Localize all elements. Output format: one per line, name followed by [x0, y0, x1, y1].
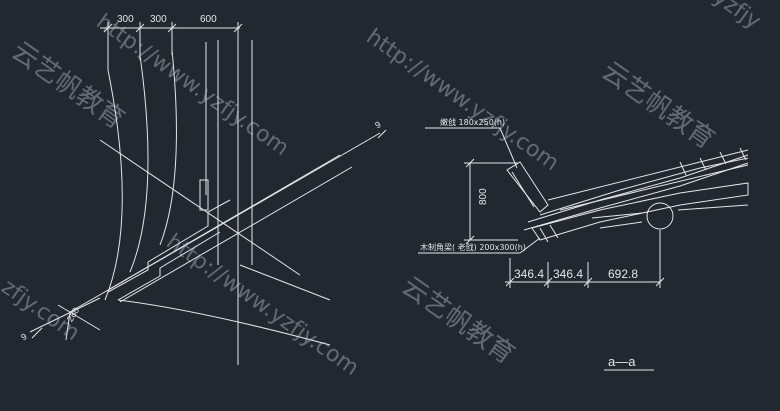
plan-axis-label-top: 9 — [373, 119, 382, 130]
section-label-nenqiang: 嫩戗 180x250(h) — [440, 117, 505, 127]
watermark-url-bottom: http://www.yzfjy.com — [162, 229, 364, 381]
plan-axis-label-bottom: 9 — [19, 331, 28, 342]
plan-eave-curve-mid — [129, 54, 149, 273]
plan-dim-label-1: 300 — [117, 14, 134, 25]
watermark-edge-right: yzfjy — [709, 0, 765, 34]
section-view — [418, 127, 749, 371]
watermark-url-top: http://www.yzfjy.com — [92, 9, 294, 161]
section-laoqiang — [531, 182, 749, 241]
section-roof-upper — [527, 154, 749, 223]
plan-eave-curve-outer — [104, 69, 123, 301]
section-dim-vertical: 800 — [478, 188, 489, 205]
section-column — [646, 202, 674, 230]
plan-dim-label-3: 600 — [200, 14, 217, 25]
watermark-brand-right: 云艺帆教育 — [596, 56, 720, 155]
plan-view — [29, 22, 387, 365]
plan-eave-curve-inner — [159, 49, 177, 246]
plan-angle-beam — [107, 199, 231, 293]
section-nenqiang — [506, 161, 549, 213]
plan-dim-label-2: 300 — [150, 14, 167, 25]
section-caption: a—a — [608, 354, 636, 369]
watermark-brand-bottom: 云艺帆教育 — [396, 271, 520, 370]
watermark-layer: http://www.yzfjy.com 云艺帆教育 http://www.yz… — [0, 0, 765, 381]
section-dim-2: 346.4 — [553, 267, 583, 281]
section-dim-3: 692.8 — [608, 267, 638, 281]
watermark-url-middle: http://www.yzfjy.com — [362, 24, 564, 176]
section-dim-1: 346.4 — [514, 267, 544, 281]
section-label-laoqiang: 木制角梁( 老戗) 200x300(h) — [420, 242, 526, 252]
